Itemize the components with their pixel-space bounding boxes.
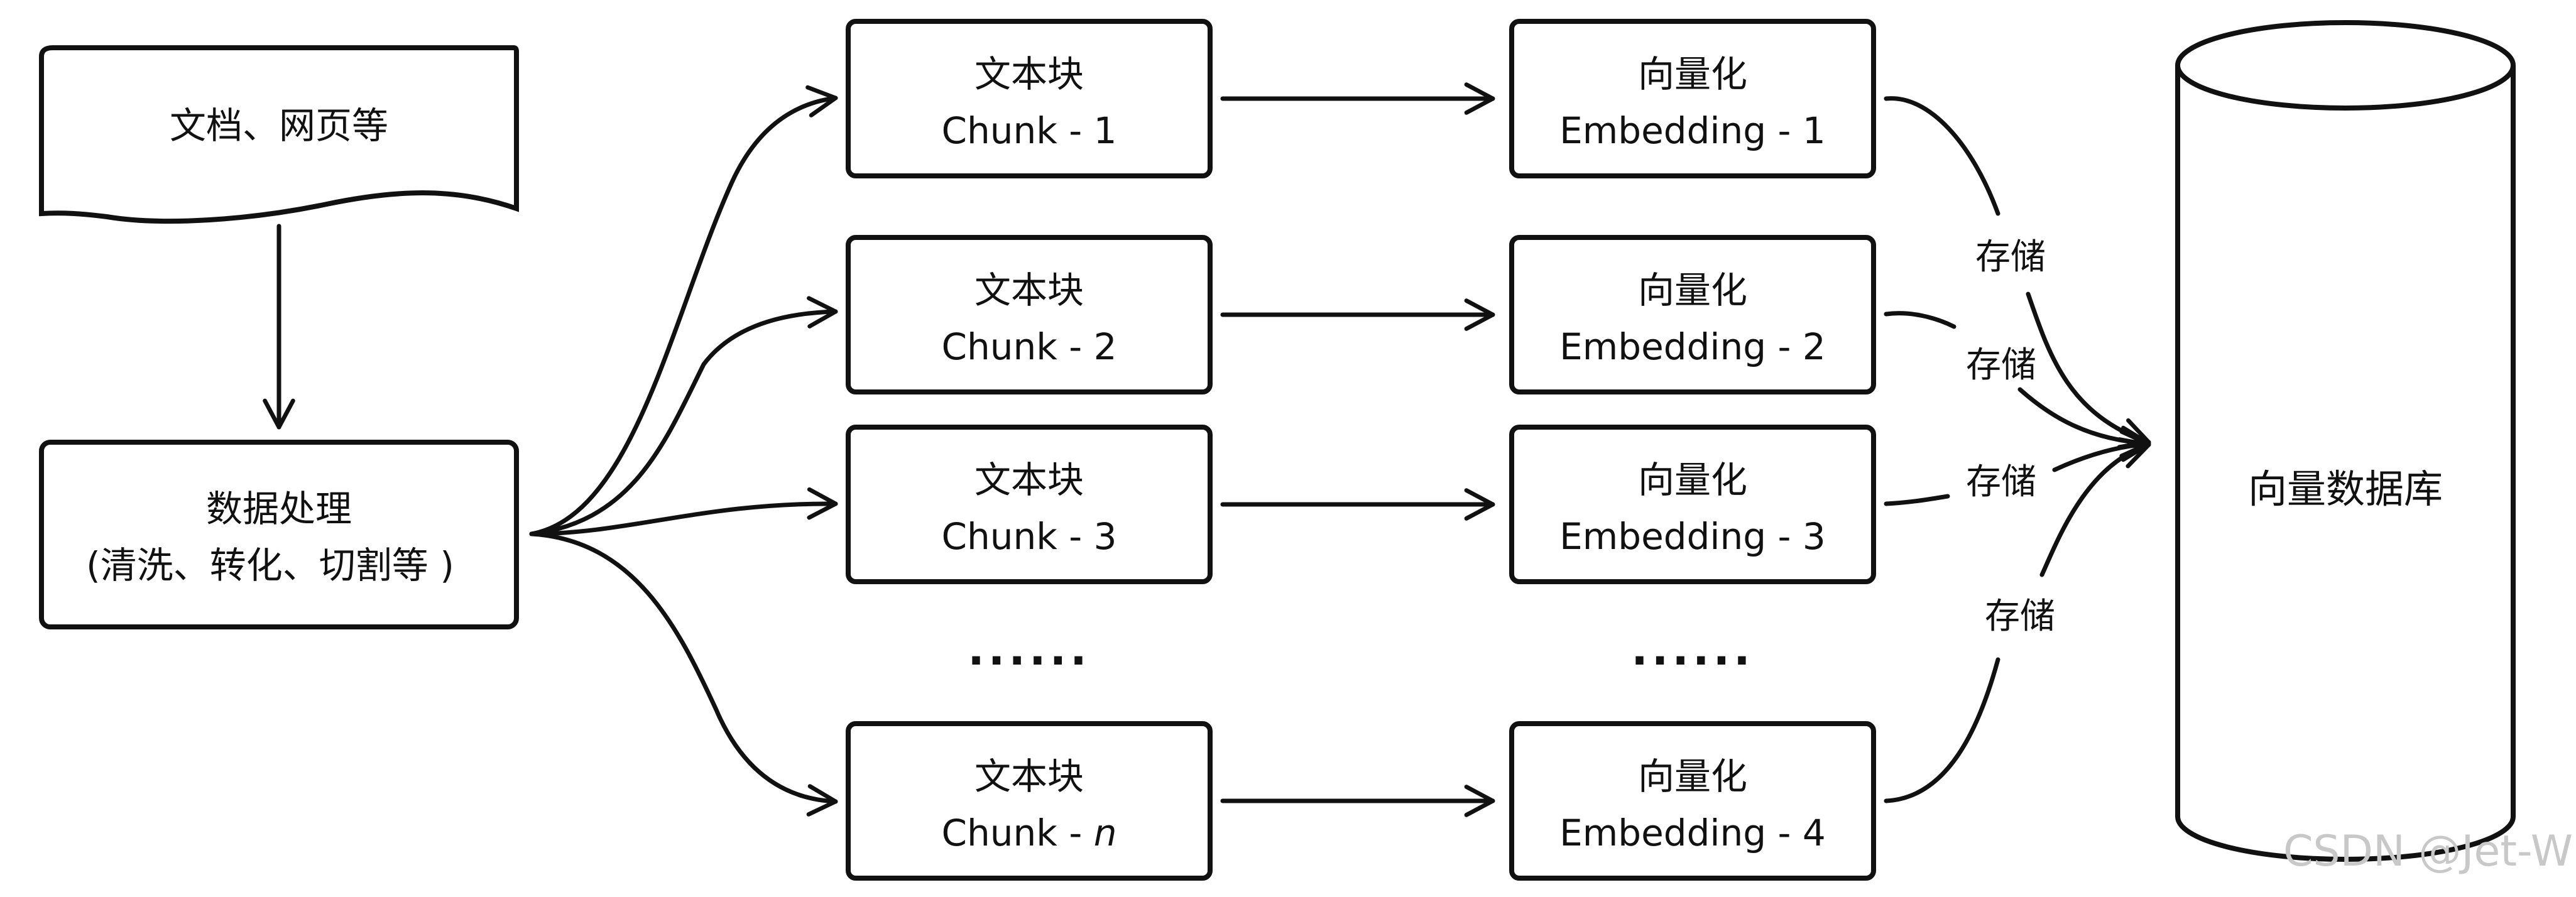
store-label-3: 存储	[1966, 462, 2036, 503]
embedding-3-title: 向量化	[1638, 459, 1747, 501]
arrow-process-to-chunk-3	[529, 487, 838, 536]
chunk-2-name: Chunk - 2	[941, 325, 1116, 368]
source-document-node: 文档、网页等	[39, 45, 519, 224]
chunk-3-name: Chunk - 3	[941, 515, 1116, 558]
embedding-4-title: 向量化	[1638, 755, 1747, 798]
chunk-node-n: 文本块 Chunk - n	[846, 721, 1213, 881]
chunk-n-name: Chunk - n	[942, 812, 1117, 854]
chunk-2-title: 文本块	[974, 269, 1084, 312]
watermark: CSDN @Jet-W	[2283, 827, 2573, 876]
embedding-1-name: Embedding - 1	[1559, 109, 1826, 152]
arrow-process-to-chunk-n	[529, 531, 838, 817]
store-arrow-4-lower	[1884, 657, 2000, 803]
vector-database-node: 向量数据库	[2175, 20, 2516, 862]
store-arrow-4-upper	[2039, 437, 2151, 577]
embedding-node-2: 向量化 Embedding - 2	[1509, 235, 1876, 394]
embedding-node-4: 向量化 Embedding - 4	[1509, 721, 1876, 881]
embedding-2-title: 向量化	[1638, 269, 1747, 312]
store-arrow-1-lower	[2026, 291, 2151, 450]
chunk-ellipsis: ......	[968, 624, 1091, 675]
arrow-process-to-chunk-2	[529, 296, 838, 536]
store-arrow-3-upper	[1884, 494, 1950, 506]
chunk-n-name-prefix: Chunk -	[942, 812, 1094, 854]
store-label-2: 存储	[1966, 345, 2036, 386]
chunk-n-name-italic: n	[1094, 812, 1117, 854]
chunk-1-title: 文本块	[974, 53, 1084, 95]
chunk-n-title: 文本块	[974, 755, 1084, 798]
embedding-3-name: Embedding - 3	[1559, 515, 1826, 558]
vector-database-top	[2175, 20, 2516, 111]
embedding-ellipsis: ......	[1631, 624, 1754, 675]
data-processing-node: 数据处理 (清洗、转化、切割等 )	[39, 440, 519, 629]
embedding-1-title: 向量化	[1638, 53, 1747, 95]
source-document-label: 文档、网页等	[170, 104, 388, 147]
embedding-node-1: 向量化 Embedding - 1	[1509, 19, 1876, 178]
chunk-node-3: 文本块 Chunk - 3	[846, 425, 1213, 584]
store-label-4: 存储	[1985, 596, 2055, 637]
chunk-3-title: 文本块	[974, 459, 1084, 501]
chunk-node-2: 文本块 Chunk - 2	[846, 235, 1213, 394]
embedding-2-name: Embedding - 2	[1559, 325, 1826, 368]
data-processing-subtitle: (清洗、转化、切割等 )	[86, 544, 454, 587]
store-arrow-3-lower	[2052, 429, 2151, 472]
data-processing-title: 数据处理	[206, 487, 352, 530]
chunk-1-name: Chunk - 1	[941, 109, 1116, 152]
embedding-node-3: 向量化 Embedding - 3	[1509, 425, 1876, 584]
store-arrow-1-upper	[1884, 96, 2000, 216]
vector-database-label: 向量数据库	[2248, 466, 2443, 512]
store-label-1: 存储	[1975, 237, 2046, 278]
store-arrow-2-upper	[1884, 311, 1957, 329]
embedding-4-name: Embedding - 4	[1559, 812, 1826, 854]
arrow-process-to-chunk-1	[529, 85, 838, 536]
chunk-node-1: 文本块 Chunk - 1	[846, 19, 1213, 178]
